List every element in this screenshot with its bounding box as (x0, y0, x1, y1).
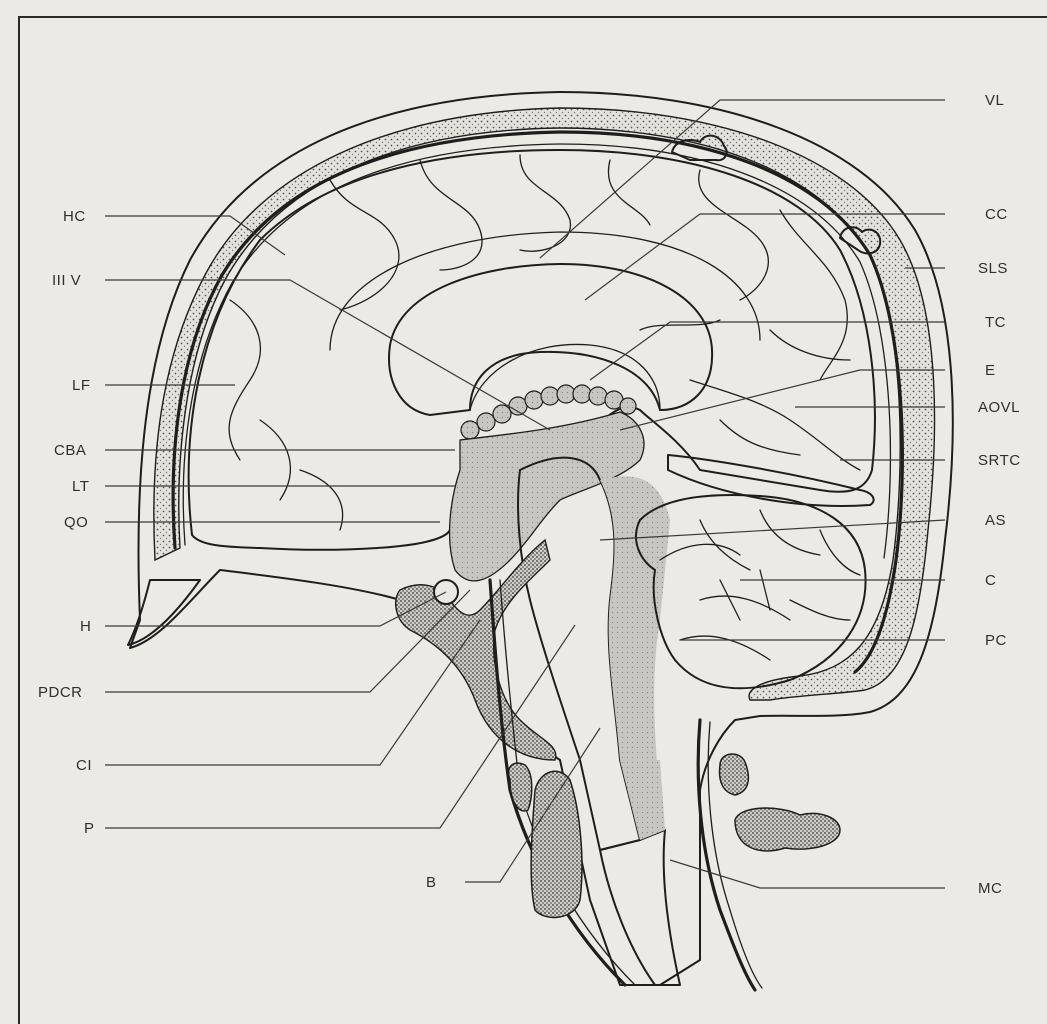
label-b: B (426, 874, 437, 891)
medulla-shade (620, 760, 665, 840)
label-srtc: SRTC (978, 452, 1021, 469)
cerebellum-folia (660, 510, 860, 660)
label-p: P (84, 820, 95, 837)
vertebra-3 (720, 754, 749, 795)
label-pc: PC (985, 632, 1007, 649)
vertebra-2 (531, 771, 582, 917)
label-lt: LT (72, 478, 89, 495)
label-cc: CC (985, 206, 1008, 223)
label-qo: QO (64, 514, 88, 531)
label-tc: TC (985, 314, 1006, 331)
vertebra-1 (509, 763, 532, 811)
tentorium (668, 455, 874, 506)
label-mc: MC (978, 880, 1002, 897)
label-hc: HC (63, 208, 86, 225)
label-sls: SLS (978, 260, 1008, 277)
label-cba: CBA (54, 442, 86, 459)
vertebra-4 (735, 808, 840, 851)
label-pdcr: PDCR (38, 684, 83, 701)
labels-bottom: B (426, 874, 437, 891)
label-vl: VL (985, 92, 1004, 109)
cerebellum (636, 495, 866, 688)
label-iiiv: III V (52, 272, 81, 289)
labels-left: HC III V LF CBA LT QO H PDCR CI P (38, 208, 95, 837)
label-aovl: AOVL (978, 399, 1020, 416)
label-lf: LF (72, 377, 91, 394)
label-as: AS (985, 512, 1006, 529)
label-h: H (80, 618, 91, 635)
label-e: E (985, 362, 996, 379)
label-ci: CI (76, 757, 92, 774)
label-c: C (985, 572, 996, 589)
labels-right: VL CC SLS TC E AOVL SRTC AS C PC MC (978, 92, 1021, 897)
